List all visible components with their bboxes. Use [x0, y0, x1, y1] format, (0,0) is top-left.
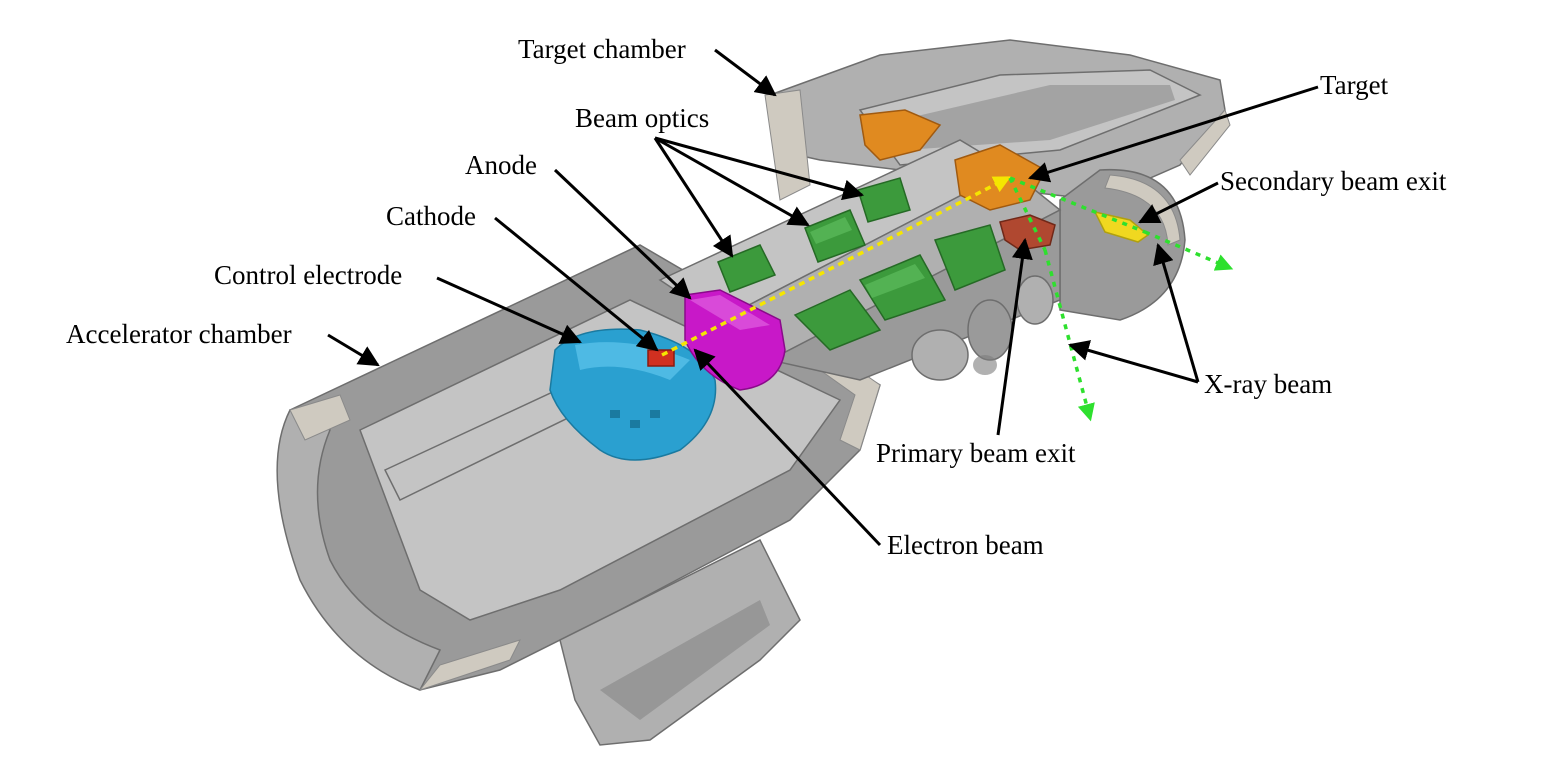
electron-beam-path: [661, 176, 1012, 357]
xray-beam-paths: [1008, 176, 1234, 422]
label-accelerator-chamber: Accelerator chamber: [66, 319, 292, 349]
label-target-chamber: Target chamber: [518, 34, 686, 64]
cathode-part: [647, 349, 675, 367]
label-control-electrode: Control electrode: [214, 260, 402, 290]
leader-lines: [327, 48, 1319, 547]
label-anode: Anode: [465, 150, 537, 180]
secondary-beam-exit-part: [1093, 210, 1150, 243]
label-cathode: Cathode: [386, 201, 476, 231]
label-target: Target: [1320, 70, 1389, 100]
label-secondary-beam-exit: Secondary beam exit: [1220, 166, 1447, 196]
label-xray-beam: X-ray beam: [1204, 369, 1332, 399]
label-beam-optics: Beam optics: [575, 103, 709, 133]
labels: Target chamber Target Beam optics Anode …: [66, 34, 1447, 560]
beam-optics-parts: [717, 177, 1006, 351]
label-primary-beam-exit: Primary beam exit: [876, 438, 1076, 468]
label-electron-beam: Electron beam: [887, 530, 1044, 560]
